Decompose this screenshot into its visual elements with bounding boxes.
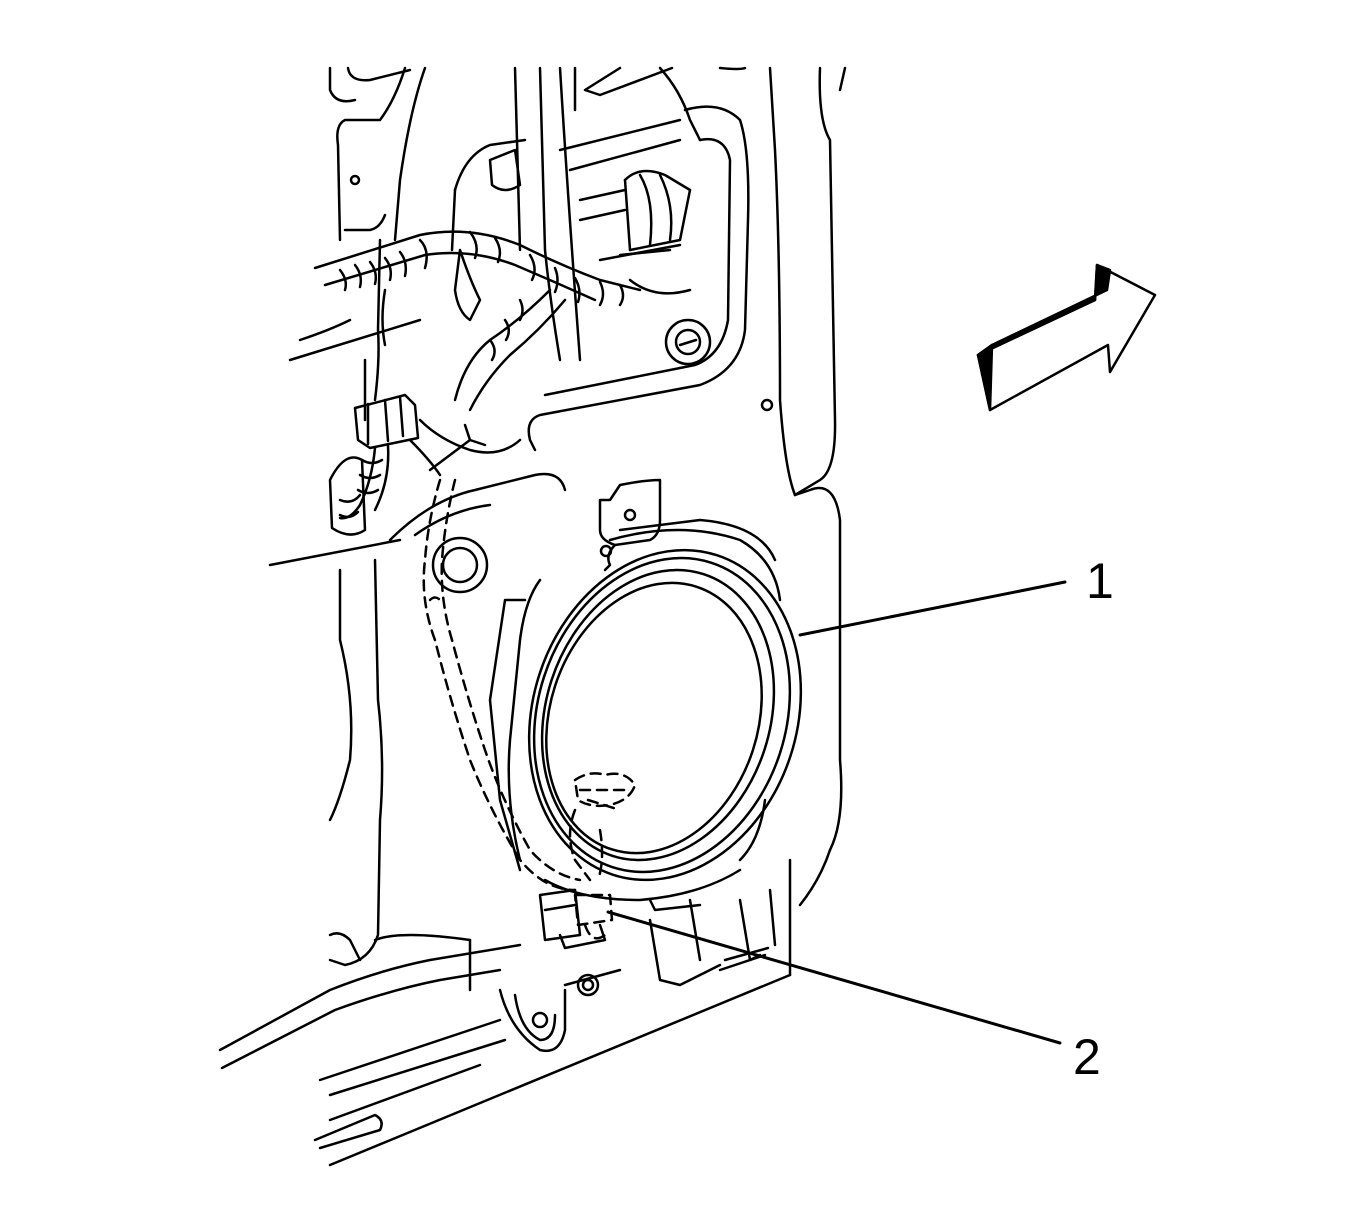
door-inner-panel	[450, 66, 847, 852]
harness-connector	[338, 393, 442, 520]
callout-label-2: 2	[1073, 1029, 1101, 1085]
leader-line-1	[798, 580, 1067, 637]
grommet	[431, 318, 712, 594]
speaker-assembly	[488, 518, 803, 912]
panel-contours	[388, 418, 662, 547]
window-regulator-motor	[578, 169, 692, 262]
speaker-connector	[538, 888, 607, 950]
front-direction-arrow-icon	[976, 263, 1157, 412]
door-sill	[218, 848, 832, 1167]
leader-line-2	[606, 910, 1062, 1045]
callout-label-1: 1	[1086, 553, 1114, 609]
door-frame-left	[268, 66, 427, 967]
wire-harness	[288, 230, 692, 412]
